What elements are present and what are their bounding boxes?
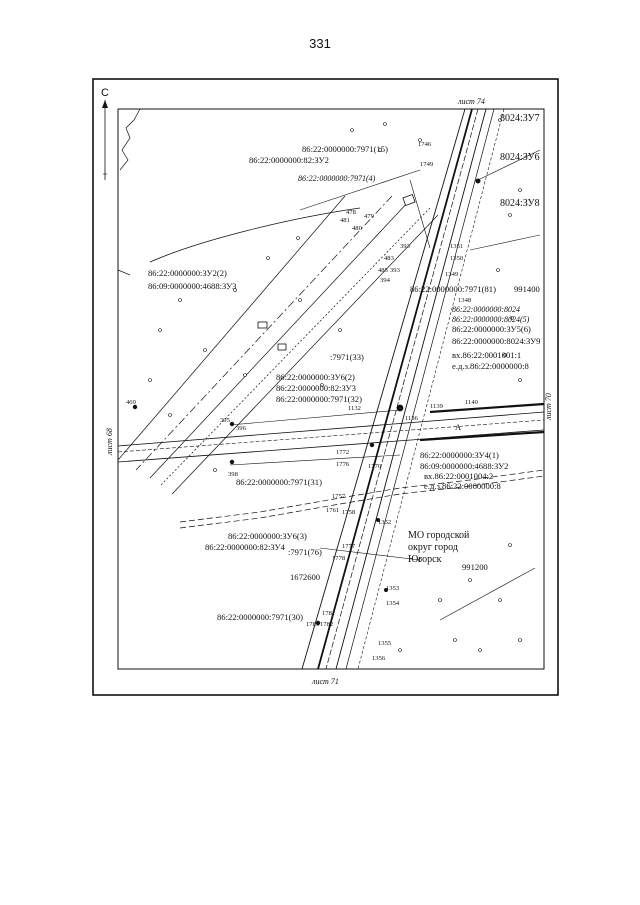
point-number: 478 [346,209,357,216]
point-number: 396 [236,425,247,432]
parcel-label: 86:22:0000000:7971(15) [302,144,388,154]
point-number: 469 [126,399,137,406]
point-number: 1356 [372,655,386,662]
grid-label: 991400 [514,284,540,294]
curved-boundary [149,207,361,263]
point-number: 1352 [378,519,391,526]
point-number: 1354 [386,600,400,607]
point-number: 1746 [418,141,432,148]
parcel-label: 86:22:0000000:82:ЗУ4 [205,542,286,552]
point-number: 1140 [465,399,479,406]
parcel-label: 8024:ЗУ6 [500,152,540,163]
north-arrow-icon [102,100,108,180]
parcel-label: 86:22:0000000:ЗУ5(6) [452,324,531,334]
point-number: 1782 [320,621,333,628]
left-boundary-lines [117,108,141,276]
parcel-label: вх.86:22:0001004:2 [424,471,493,481]
point-number: 1772 [336,449,349,456]
point-number: 1349 [445,271,459,278]
road-letter: А [455,422,462,432]
point-number: 1761 [326,507,339,514]
parcel-label: :7971(33) [330,352,364,362]
grid-label: 991200 [462,562,488,572]
survey-points [148,118,522,652]
parcel-label: 86:22:0000000:8024(5) [452,315,530,324]
parcel-label: 86:22:0000000:7971(32) [276,394,362,404]
point-number: 479 [364,213,375,220]
parcel-label: 86:22:0000000:ЗУ6(2) [276,372,355,382]
point-number: 398 [228,471,239,478]
page-number: 331 [309,36,331,51]
sheet-right-label: лист 70 [544,393,553,421]
map-outer-frame [92,78,559,696]
parcel-label: 86:22:0000000:82:ЗУ3 [276,383,356,393]
parcel-label: е.д.з.86:22:0000000:8 [424,481,501,491]
pipeline-corridor [117,195,439,495]
parcel-label: 86:09:0000000:4688:ЗУ2 [420,461,508,471]
point-number: 1350 [450,255,464,262]
point-number: 1778 [332,555,346,562]
municipality-label: МО городской округ город Югорск [408,530,470,565]
parcel-label: 86:22:0000000:7971(4) [298,174,376,183]
horizontal-road [117,402,545,463]
point-number: 1351 [450,243,463,250]
parcel-label: 8024:ЗУ7 [500,113,540,124]
parcel-label: 86:09:0000000:4688:ЗУ3 [148,281,236,291]
parcel-label: 86:22:0000000:7971(81) [410,284,496,294]
point-number: 1749 [420,161,434,168]
parcel-label: е.д.з.86:22:0000000:8 [452,361,529,371]
point-number: 485 [378,267,389,274]
parcel-label: 86:22:0000000:ЗУ4(1) [420,450,499,460]
point-number: 1776 [336,461,350,468]
parcel-label: 86:22:0000000:ЗУ6(3) [228,531,307,541]
structures [257,194,416,351]
point-number: 1785 [306,621,320,628]
parcel-label: 86:22:0000000:8024:ЗУ9 [452,336,540,346]
point-number: 1139 [430,403,444,410]
parcel-label: 86:22:0000000:82:ЗУ2 [249,155,329,165]
point-number: 1348 [458,297,472,304]
svg-text:МО городской: МО городской [408,530,470,541]
parcel-label: 86:22:0000000:7971(31) [236,477,322,487]
sheet-bottom-label: лист 71 [311,677,339,686]
point-number: 1758 [342,509,356,516]
sheet-top-label: лист 74 [457,97,485,106]
sheet-left-label: лист 68 [105,428,114,456]
north-label: С [101,87,109,99]
parcel-label: 8024:ЗУ8 [500,198,540,209]
parcel-label: 86:22:0000000:8024 [452,305,520,314]
parcel-label: 86:22:0000000:7971(30) [217,612,303,622]
parcel-label: 86:22:0000000:ЗУ2(2) [148,268,227,278]
parcel-boundaries [229,149,541,621]
point-number: 483 [384,255,395,262]
svg-text:Югорск: Югорск [408,554,442,565]
point-number: 1355 [378,640,392,647]
key-points [132,178,481,626]
grid-label: 1672600 [290,572,320,582]
point-number: 1777 [342,543,356,550]
map-inner-frame [117,108,545,670]
parcel-label: :7971(76) [288,547,322,557]
lower-dashed-line [179,469,545,529]
parcel-labels: 8024:ЗУ7 86:22:0000000:7971(15) 8024:ЗУ6… [148,113,540,622]
point-number: 1132 [348,405,361,412]
point-number: 1770 [368,463,382,470]
point-number: 1136 [405,415,419,422]
svg-text:округ город: округ город [408,542,458,553]
point-number: 393 [400,243,411,250]
point-numbers: 1351 1350 1349 1348 1140 1139 1136 1132 … [126,141,479,662]
point-number: 395 [220,417,231,424]
point-number: 1353 [386,585,400,592]
point-number: 480 [352,225,363,232]
main-corridor [301,108,505,670]
point-number: 393 [390,267,401,274]
point-number: 1757 [332,493,346,500]
point-number: 394 [380,277,391,284]
parcel-label: вх.86:22:0001001:1 [452,350,521,360]
point-number: 481 [340,217,350,224]
point-number: 1781 [322,610,335,617]
